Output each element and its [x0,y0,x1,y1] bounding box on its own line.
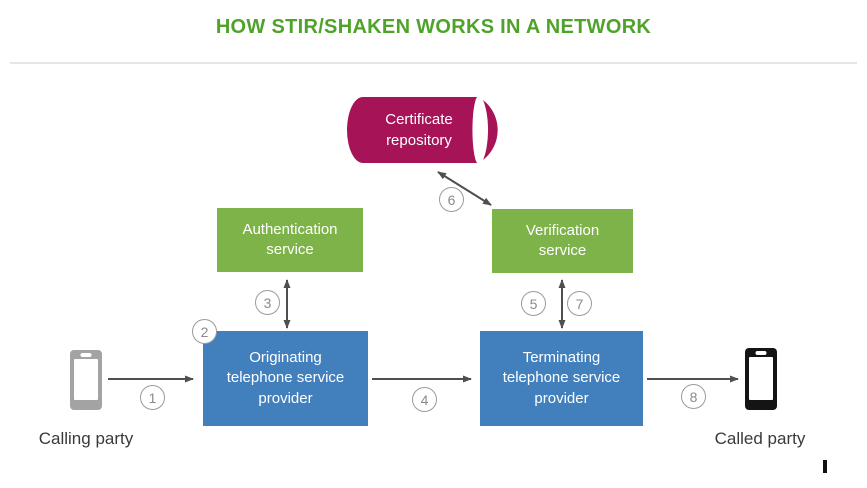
called-phone-icon [745,348,777,410]
cylinder-body [347,97,477,163]
phone-speaker-slot [755,351,767,355]
phone-screen [74,359,98,400]
step-badge-5: 5 [521,291,546,316]
phone-screen [749,357,773,400]
cursor-artifact [823,460,827,473]
cylinder-cap-crescent [483,100,498,160]
called-party-label: Called party [714,429,806,448]
node-originating-provider: Originating telephone service provider [203,331,368,426]
cylinder-shape [347,97,498,163]
step-badge-4: 4 [412,387,437,412]
title-divider [10,62,857,64]
calling-phone-icon [70,350,102,410]
step-badge-2: 2 [192,319,217,344]
step-badge-7: 7 [567,291,592,316]
node-terminating-provider: Terminating telephone service provider [480,331,643,426]
node-certificate-repository: Certificate repository [347,96,499,164]
step-badge-6: 6 [439,187,464,212]
step-badge-3: 3 [255,290,280,315]
node-authentication-service: Authentication service [217,208,363,272]
step-badge-8: 8 [681,384,706,409]
step-badge-1: 1 [140,385,165,410]
phone-speaker-slot [80,353,92,357]
calling-party-label: Calling party [38,429,134,448]
arrow-step6-repository-verification [437,171,492,206]
page-title: HOW STIR/SHAKEN WORKS IN A NETWORK [215,16,652,38]
node-verification-service: Verification service [492,209,633,273]
certificate-repository-label: Certificate repository [385,111,453,149]
